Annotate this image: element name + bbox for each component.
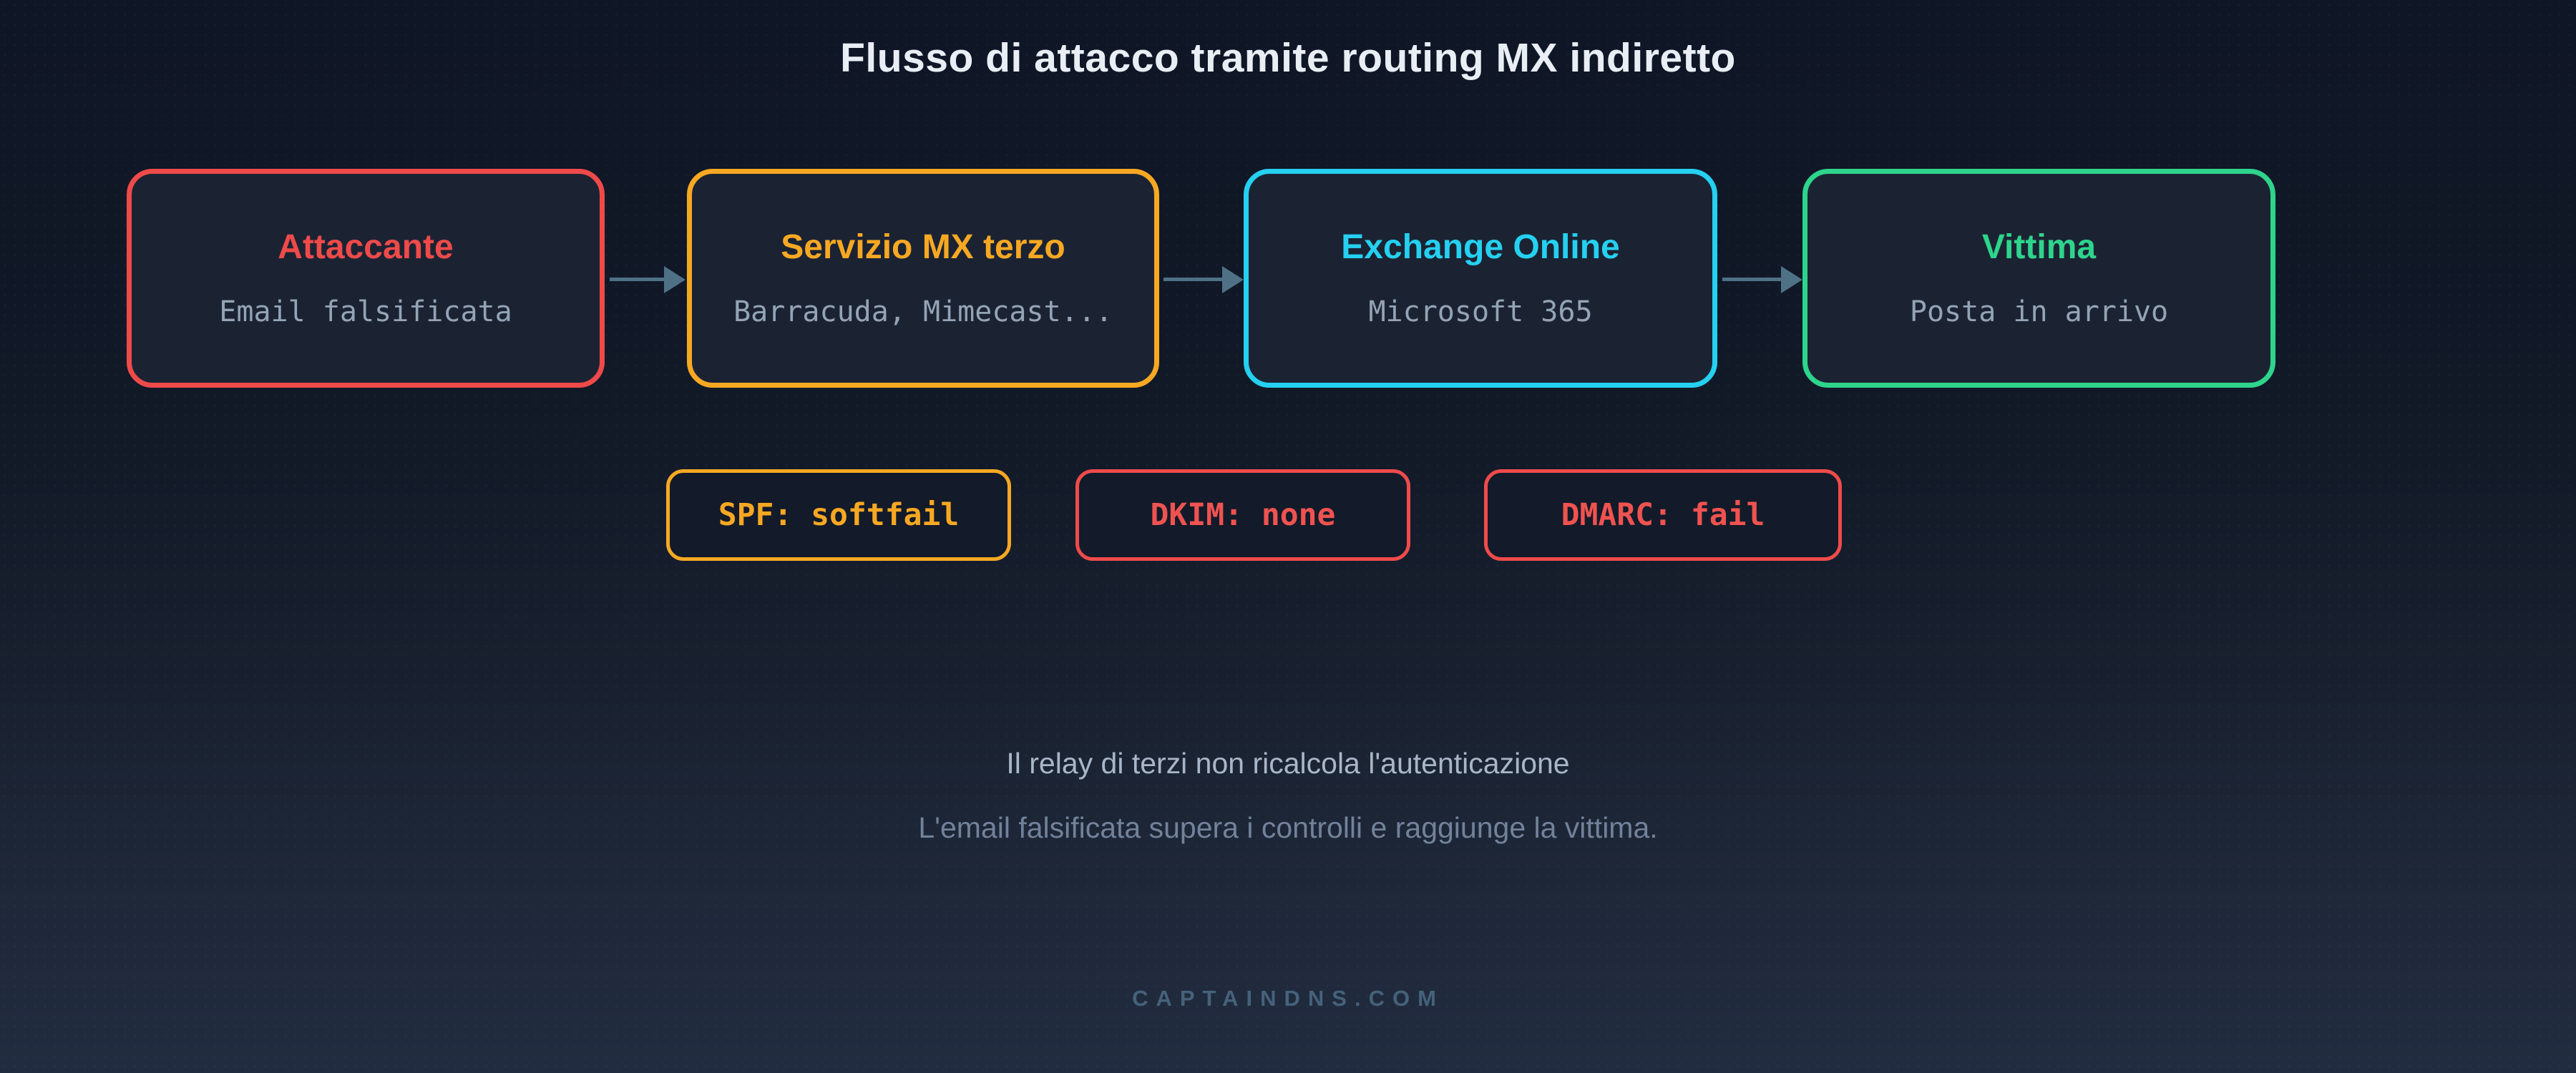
auth-badge-dmarc: DMARC: fail [1484,469,1842,561]
flow-node-exchange-online: Exchange Online Microsoft 365 [1244,169,1717,388]
node-label: Vittima [1981,228,2097,266]
page-title: Flusso di attacco tramite routing MX ind… [840,35,1736,81]
flow-node-attacker: Attaccante Email falsificata [127,169,605,388]
node-sublabel: Barracuda, Mimecast... [733,295,1113,328]
note-primary: Il relay di terzi non ricalcola l'autent… [1006,747,1570,780]
node-sublabel: Email falsificata [219,295,512,328]
brand-watermark: CAPTAINDNS.COM [1132,986,1444,1011]
flow-arrow-right-icon [1722,278,1781,281]
node-label: Exchange Online [1341,228,1620,266]
flow-node-third-party-mx: Servizio MX terzo Barracuda, Mimecast... [687,169,1159,388]
node-label: Attaccante [278,228,454,266]
auth-badge-spf: SPF: softfail [666,469,1011,561]
flow-arrow-right-icon [610,278,664,281]
note-secondary: L'email falsificata supera i controlli e… [918,811,1658,844]
auth-badge-dkim: DKIM: none [1075,469,1410,561]
node-label: Servizio MX terzo [781,228,1065,266]
node-sublabel: Posta in arrivo [1909,295,2169,328]
flow-arrow-right-icon [1163,278,1222,281]
flow-node-victim: Vittima Posta in arrivo [1802,169,2275,388]
node-sublabel: Microsoft 365 [1368,295,1593,328]
